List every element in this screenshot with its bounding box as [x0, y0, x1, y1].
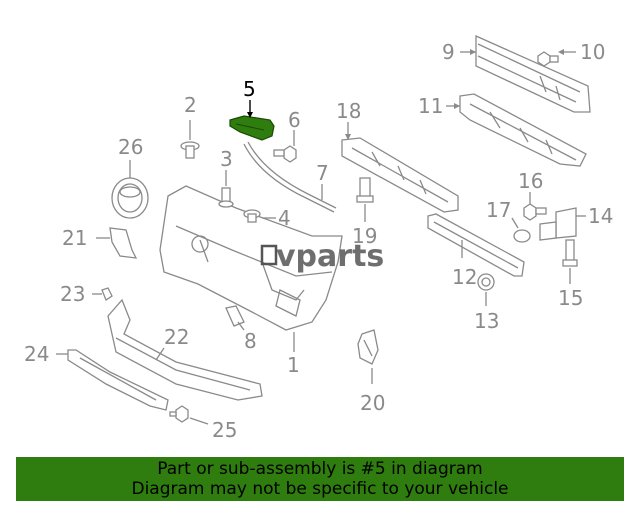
part-10-bolt [537, 49, 576, 67]
info-banner: Part or sub-assembly is #5 in diagram Di… [16, 457, 624, 501]
callout-10: 10 [580, 40, 605, 64]
part-24-garnish-strip [56, 349, 169, 411]
part-14-bracket [539, 207, 586, 241]
callout-19: 19 [352, 224, 377, 248]
callout-20: 20 [360, 391, 385, 415]
callout-18: 18 [336, 99, 361, 123]
callout-8: 8 [244, 329, 257, 353]
watermark-text: vparts [276, 239, 384, 274]
callout-11: 11 [418, 94, 443, 118]
banner-line-1: Part or sub-assembly is #5 in diagram [157, 459, 483, 479]
part-9-reinforcement [460, 34, 591, 113]
callout-23: 23 [60, 282, 85, 306]
part-7-molding [243, 141, 337, 213]
part-20-bracket [357, 329, 379, 384]
callout-12: 12 [452, 265, 477, 289]
callout-13: 13 [474, 309, 499, 333]
callout-14: 14 [588, 204, 613, 228]
callout-16: 16 [518, 169, 543, 193]
part-19-bolt [356, 177, 374, 222]
part-25-bolt [169, 405, 209, 425]
part-8-clip [225, 305, 245, 331]
part-17-clip [511, 217, 531, 243]
part-4-clip [243, 209, 276, 223]
callout-9: 9 [442, 40, 455, 64]
part-13-nut [477, 273, 495, 306]
callout-21: 21 [62, 226, 87, 250]
part-12-lower-reinforcement [427, 213, 525, 277]
callout-3: 3 [220, 147, 233, 171]
part-6-bolt [273, 130, 297, 163]
part-22-lower-spoiler [107, 298, 263, 401]
part-23-clip [92, 287, 113, 301]
part-16-bolt [523, 192, 547, 221]
callout-17: 17 [486, 198, 511, 222]
part-21-bracket [96, 227, 138, 259]
callout-15: 15 [558, 286, 583, 310]
part-18-bracket [341, 122, 459, 213]
part-5-highlighted-bracket [229, 100, 275, 141]
part-2-clip [180, 120, 200, 159]
part-3-bolt [218, 170, 234, 208]
callout-5: 5 [243, 77, 256, 101]
callout-7: 7 [316, 161, 329, 185]
callout-2: 2 [184, 93, 197, 117]
banner-line-2: Diagram may not be specific to your vehi… [131, 479, 509, 499]
part-11-absorber [446, 93, 587, 167]
part-26-emblem [111, 160, 149, 219]
callout-1: 1 [287, 353, 300, 377]
callouts: 1 2 3 4 5 6 7 8 9 10 11 12 13 14 15 16 1… [24, 40, 613, 442]
callout-6: 6 [288, 108, 301, 132]
callout-26: 26 [118, 135, 143, 159]
part-15-bolt [562, 239, 578, 284]
callout-25: 25 [212, 418, 237, 442]
callout-4: 4 [278, 206, 291, 230]
callout-22: 22 [164, 325, 189, 349]
parts-diagram: vparts 1 2 3 4 5 6 7 8 9 10 11 12 13 14 … [24, 34, 613, 442]
watermark-logo: vparts [260, 239, 384, 274]
callout-24: 24 [24, 342, 49, 366]
